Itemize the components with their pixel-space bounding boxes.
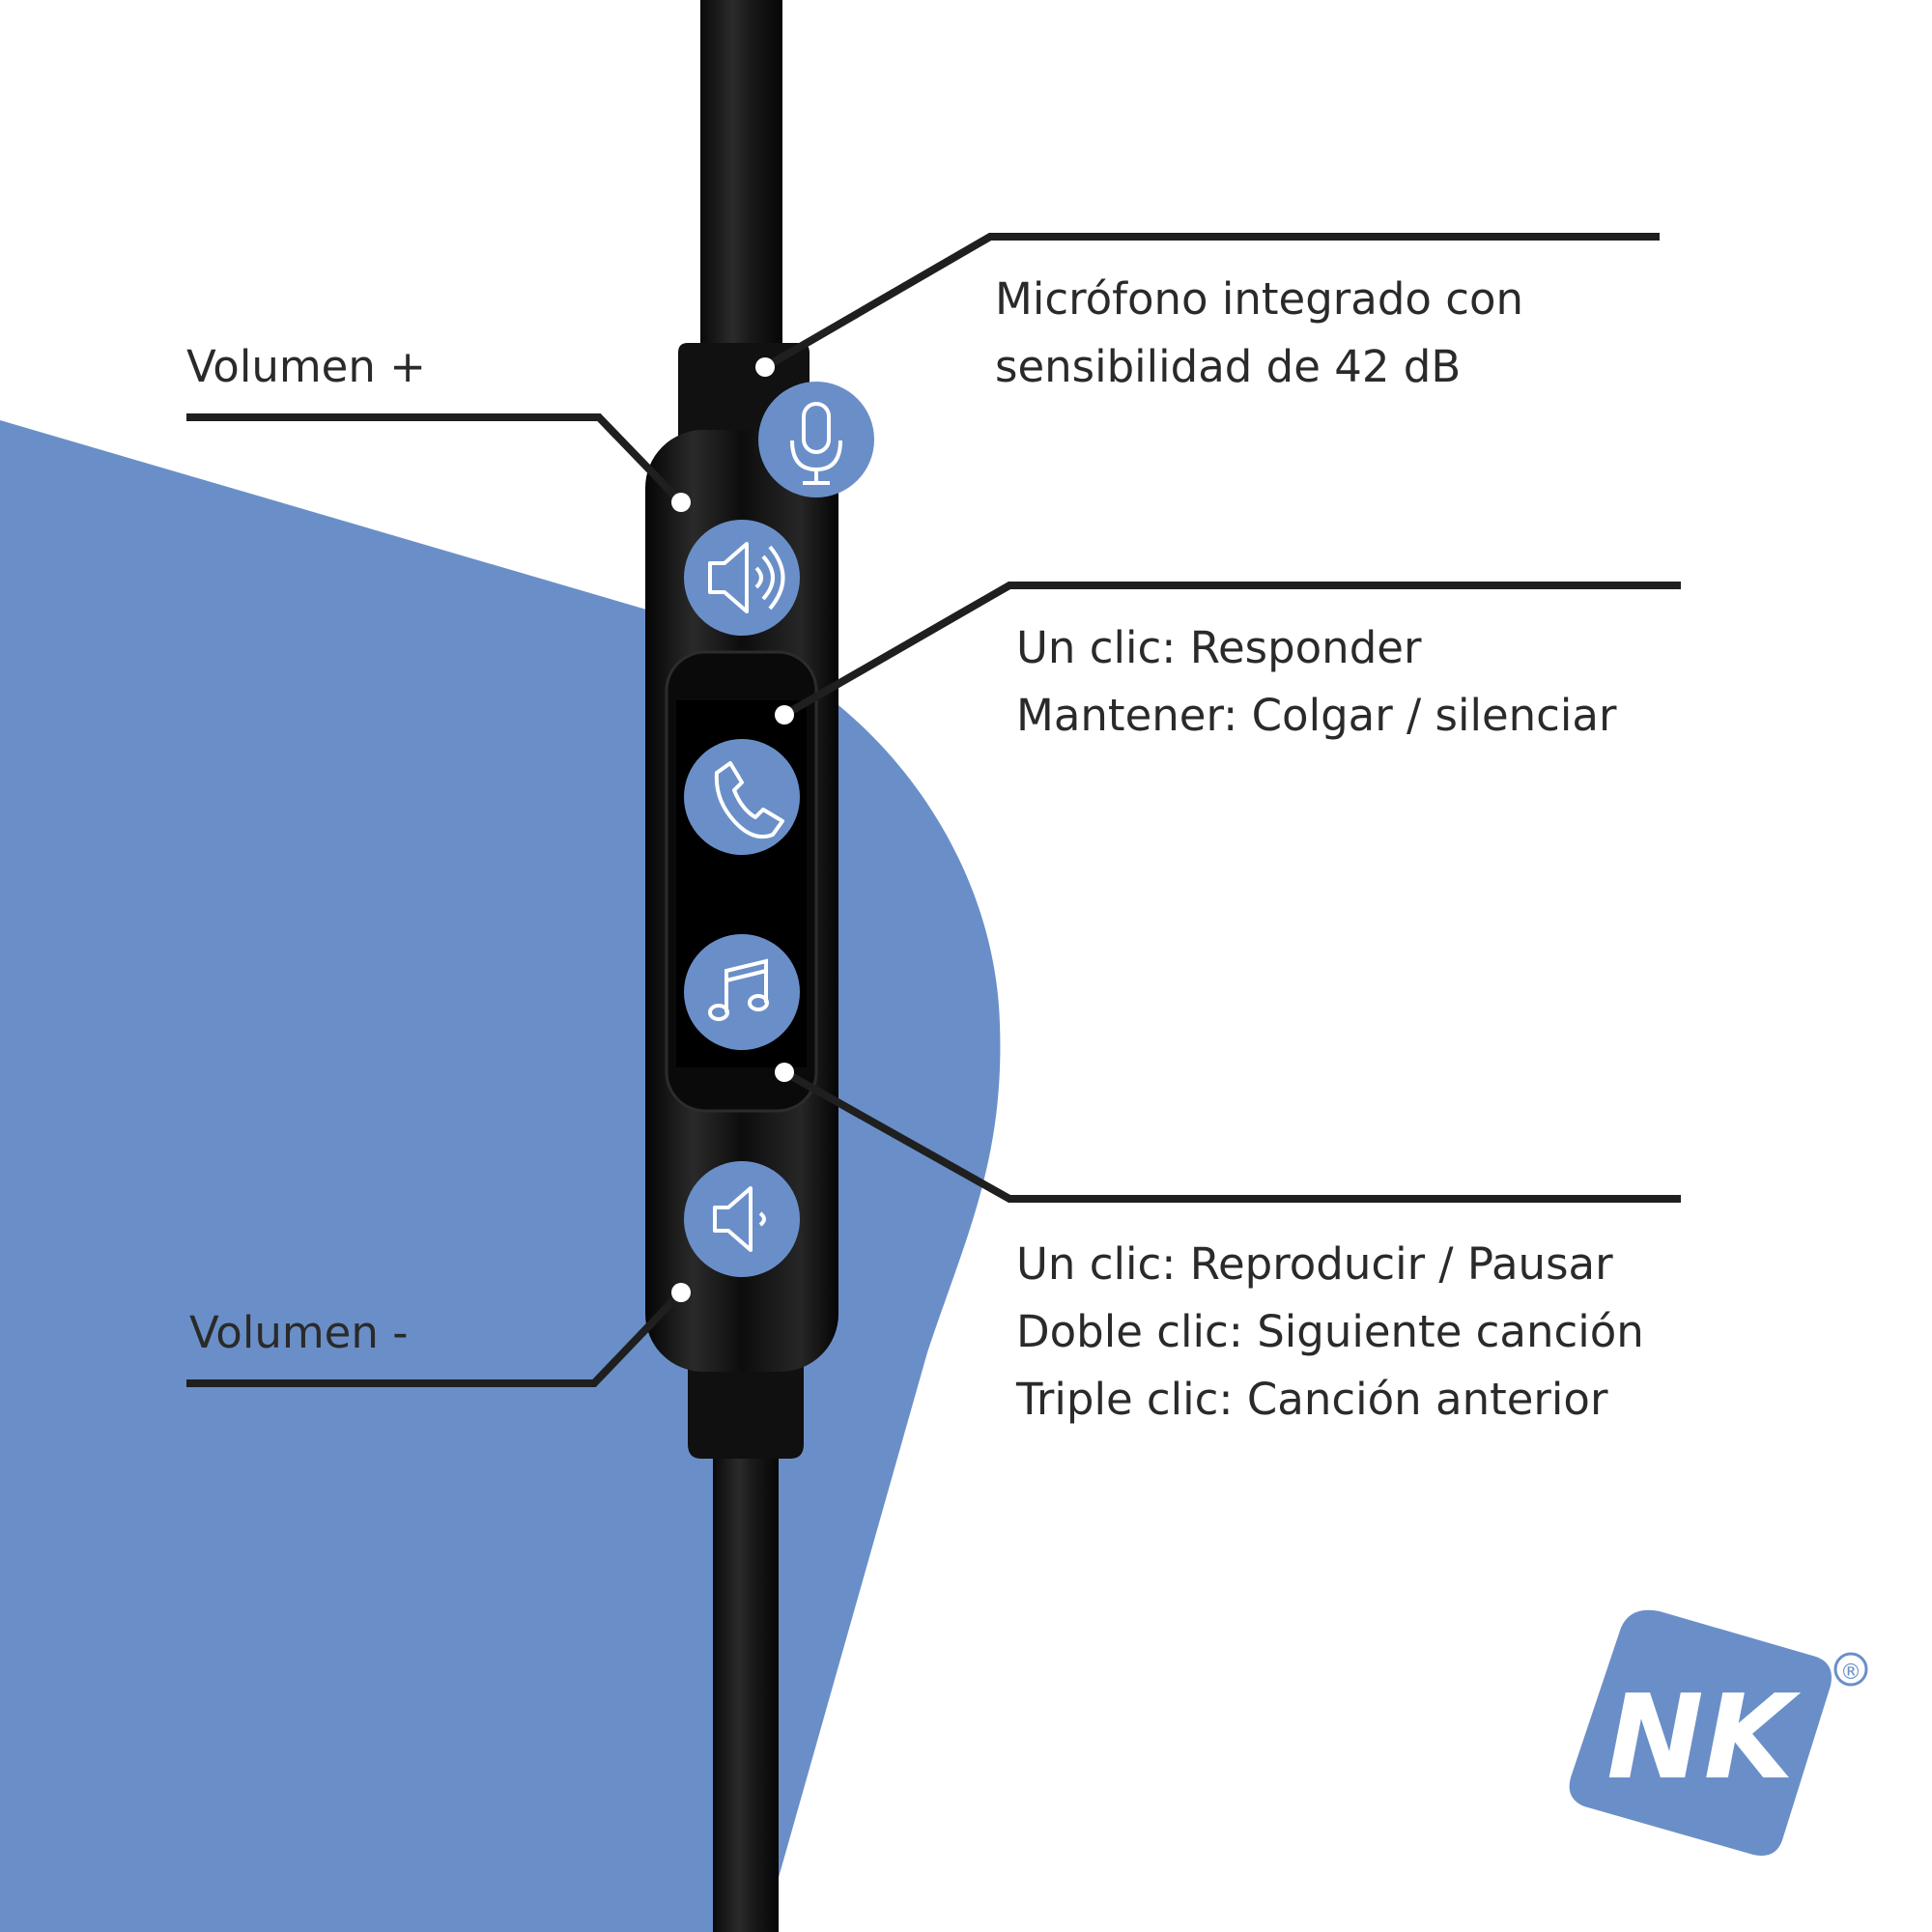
microphone-text-line1: Micrófono integrado con — [995, 273, 1524, 325]
label-media-button: Un clic: Reproducir / Pausar Doble clic:… — [1016, 1231, 1644, 1434]
remote-collar-bottom — [688, 1362, 804, 1459]
pointer-dot — [775, 1063, 794, 1082]
pointer-dot — [755, 357, 775, 377]
microphone-text-line2: sensibilidad de 42 dB — [995, 341, 1462, 392]
label-volume-down: Volumen - — [189, 1299, 408, 1367]
volume-down-text: Volumen - — [189, 1307, 409, 1358]
leader-microphone — [762, 233, 1660, 371]
leader-media — [782, 1068, 1681, 1203]
background-shape — [0, 420, 1001, 1932]
music-note-icon — [684, 934, 800, 1050]
cable-top — [700, 0, 782, 357]
phone-icon — [684, 739, 800, 855]
leader-volume-up — [186, 413, 684, 505]
pointer-dot — [775, 705, 794, 724]
call-text-line2: Mantener: Colgar / silenciar — [1016, 690, 1617, 741]
microphone-icon — [758, 382, 874, 497]
nk-logo: NK ® — [1569, 1609, 1868, 1856]
volume-down-icon — [684, 1161, 800, 1277]
label-volume-up: Volumen + — [186, 333, 426, 401]
media-text-line2: Doble clic: Siguiente canción — [1016, 1306, 1644, 1357]
cable-bottom — [713, 1439, 779, 1932]
leader-volume-down — [186, 1290, 684, 1387]
label-call-button: Un clic: Responder Mantener: Colgar / si… — [1016, 614, 1616, 750]
volume-up-icon — [684, 520, 800, 636]
registered-mark: ® — [1840, 1661, 1861, 1685]
call-text-line1: Un clic: Responder — [1016, 622, 1422, 673]
pointer-dot — [671, 493, 691, 512]
label-microphone: Micrófono integrado con sensibilidad de … — [995, 266, 1523, 401]
pointer-dot — [671, 1283, 691, 1302]
media-text-line1: Un clic: Reproducir / Pausar — [1016, 1238, 1613, 1290]
leader-call — [782, 582, 1681, 719]
volume-up-text: Volumen + — [186, 341, 426, 392]
logo-text: NK — [1606, 1671, 1801, 1805]
media-text-line3: Triple clic: Canción anterior — [1016, 1374, 1608, 1425]
